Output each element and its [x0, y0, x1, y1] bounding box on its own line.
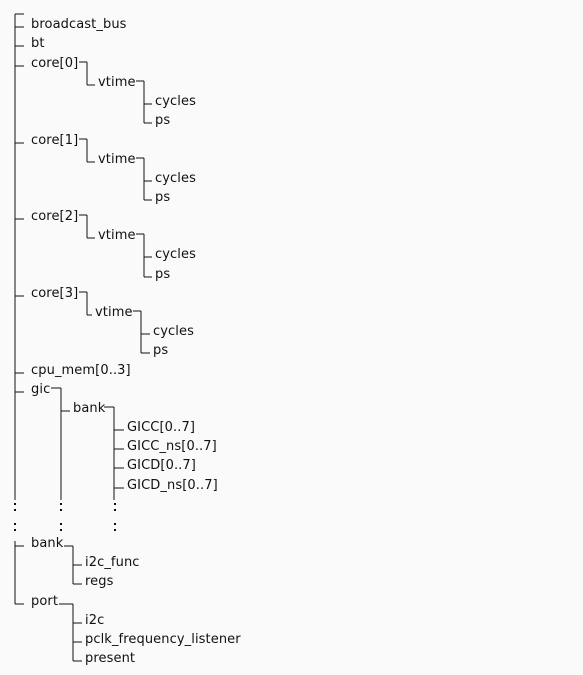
node-gic: gic: [31, 382, 51, 397]
node-gicd: GICD[0..7]: [127, 458, 196, 473]
node-core-3-cycles: cycles: [153, 324, 194, 339]
node-core-0-cycles: cycles: [155, 94, 196, 109]
ellipsis-marker-level-1-a: [60, 503, 63, 515]
node-core-3-vtime: vtime: [95, 305, 133, 320]
ellipsis-marker-level-2-b: [114, 523, 117, 535]
node-core-0: core[0]: [31, 56, 79, 71]
node-port: port: [31, 594, 59, 609]
node-bank: bank: [31, 536, 64, 551]
node-core-2-vtime: vtime: [98, 228, 136, 243]
node-cpu-mem: cpu_mem[0..3]: [31, 363, 131, 378]
node-core-1-vtime: vtime: [98, 152, 136, 167]
node-core-1: core[1]: [31, 133, 79, 148]
node-core-1-cycles: cycles: [155, 171, 196, 186]
ellipsis-marker-level-0-b: [14, 523, 17, 535]
node-pclk-frequency-listener: pclk_frequency_listener: [85, 632, 241, 647]
node-gic-bank: bank: [73, 401, 106, 416]
node-gicc: GICC[0..7]: [127, 420, 196, 435]
node-core-3: core[3]: [31, 286, 79, 301]
node-core-2: core[2]: [31, 209, 79, 224]
node-core-2-ps: ps: [155, 267, 171, 282]
node-i2c-func: i2c_func: [85, 555, 140, 570]
node-core-2-cycles: cycles: [155, 247, 196, 262]
node-present: present: [85, 651, 136, 666]
node-regs: regs: [85, 574, 114, 589]
node-broadcast-bus: broadcast_bus: [31, 17, 127, 32]
node-core-0-vtime: vtime: [98, 75, 136, 90]
node-gicc-ns: GICC_ns[0..7]: [127, 439, 217, 454]
node-gicd-ns: GICD_ns[0..7]: [127, 478, 218, 493]
node-core-3-ps: ps: [153, 343, 169, 358]
ellipsis-marker-level-2-a: [114, 503, 117, 515]
node-bt: bt: [31, 36, 45, 51]
ellipsis-marker-level-1-b: [60, 523, 63, 535]
node-i2c: i2c: [85, 613, 105, 628]
node-core-1-ps: ps: [155, 190, 171, 205]
node-core-0-ps: ps: [155, 113, 171, 128]
ellipsis-marker-level-0-a: [14, 503, 17, 515]
